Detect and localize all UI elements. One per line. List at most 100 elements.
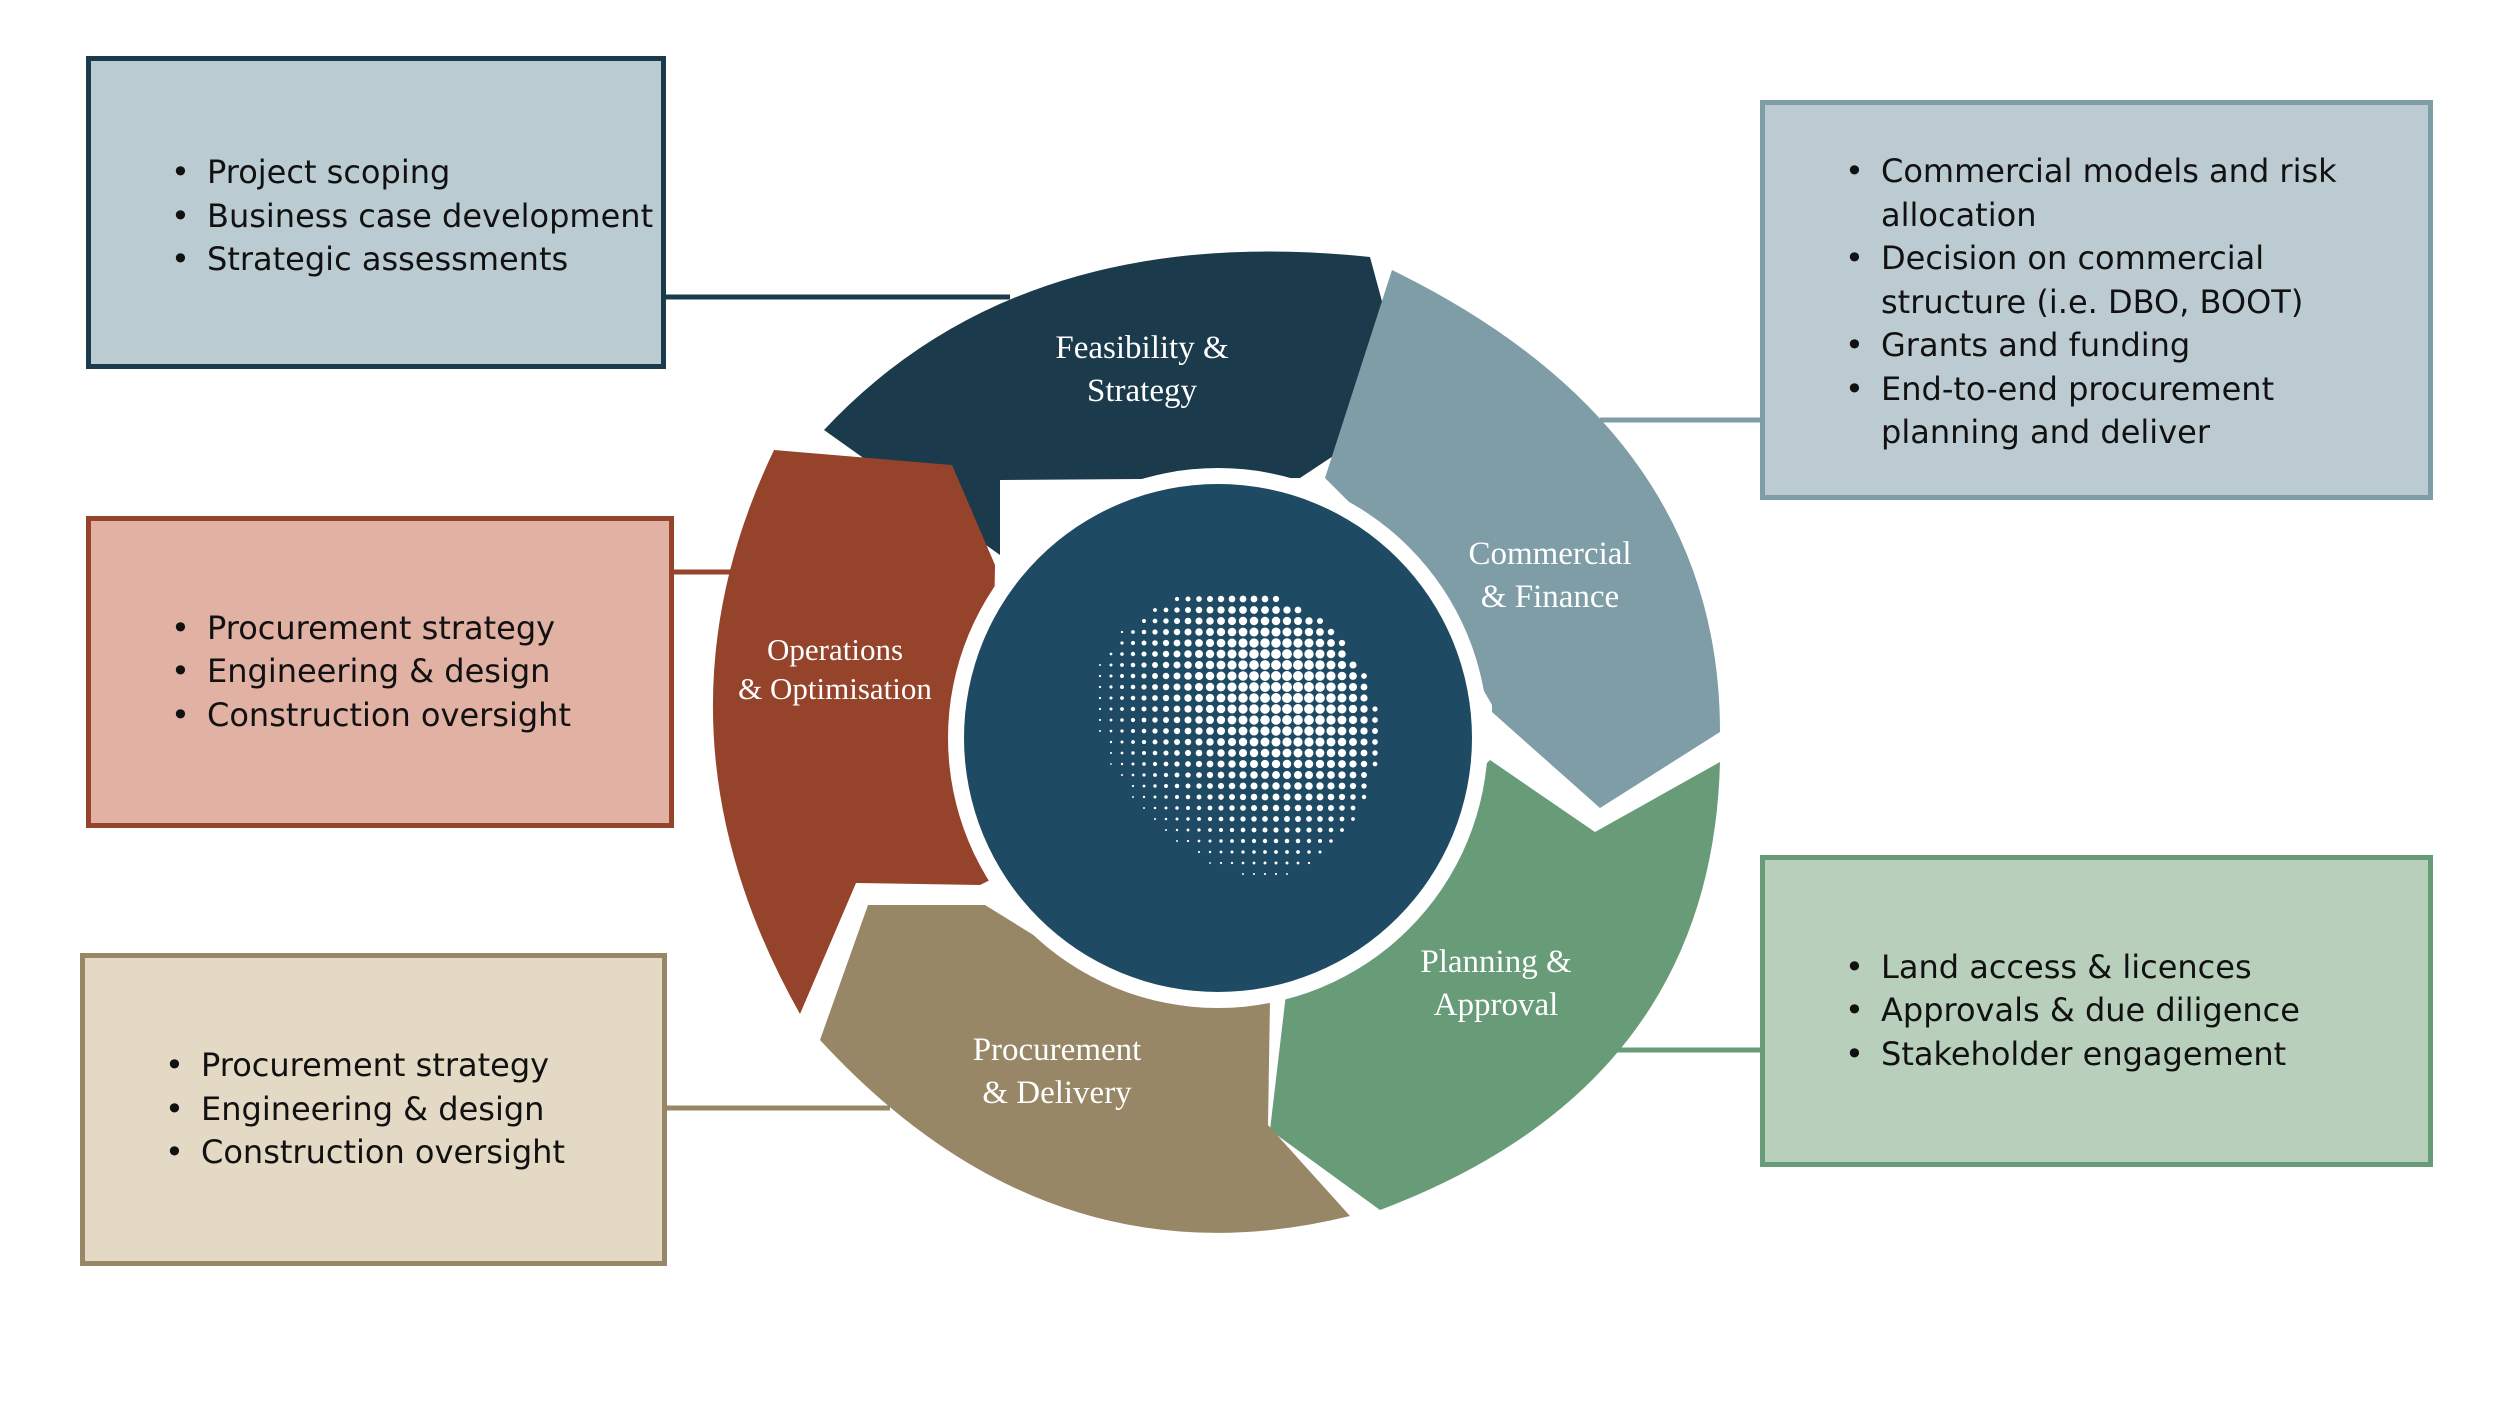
globe-dot [1109, 696, 1113, 700]
globe-dot [1260, 726, 1270, 736]
globe-dot [1306, 827, 1312, 833]
globe-dot [1227, 704, 1237, 714]
globe-dot [1229, 827, 1235, 833]
globe-dot [1337, 715, 1347, 725]
globe-dot [1260, 682, 1270, 692]
globe-dot [1197, 850, 1201, 854]
globe-dot [1337, 737, 1347, 747]
globe-dot [1283, 804, 1291, 812]
globe-dot [1260, 748, 1270, 758]
globe-dot [1175, 817, 1179, 821]
globe-dot [1197, 828, 1201, 832]
globe-dot [1141, 662, 1147, 668]
globe-dot [1153, 806, 1157, 810]
list-item: Decision on commercial structure (i.e. D… [1845, 237, 2405, 324]
globe-dot [1164, 817, 1168, 821]
globe-dot [1260, 616, 1270, 626]
globe-dot [1216, 726, 1226, 736]
globe-dot [1173, 639, 1181, 647]
globe-dot [1206, 606, 1214, 614]
list-item: Engineering & design [171, 650, 571, 694]
globe-dot [1206, 617, 1214, 625]
globe-dot [1239, 771, 1247, 779]
globe-dot [1142, 795, 1146, 799]
globe-dot [1228, 595, 1236, 603]
operations-list: Procurement strategy Engineering & desig… [171, 607, 571, 738]
globe-dot [1131, 740, 1135, 744]
globe-dot [1262, 827, 1268, 833]
globe-dot [1360, 683, 1368, 691]
globe-dot [1163, 761, 1169, 767]
globe-dot [1250, 595, 1258, 603]
globe-dot [1348, 704, 1358, 714]
globe-dot [1152, 618, 1158, 624]
globe-dot [1175, 795, 1179, 799]
globe-dot [1294, 804, 1302, 812]
globe-dot [1099, 730, 1101, 732]
label-procurement-line1: Procurement [973, 1032, 1142, 1068]
globe-dot [1274, 861, 1278, 865]
segment-feasibility[interactable] [824, 251, 1410, 555]
globe-dot [1175, 806, 1179, 810]
list-item: Land access & licences [1845, 946, 2300, 990]
globe-dot [1317, 827, 1323, 833]
globe-dot [1263, 850, 1267, 854]
globe-dot [1293, 693, 1303, 703]
globe-dot [1227, 693, 1237, 703]
globe-dot [1315, 693, 1325, 703]
globe-dot [1360, 760, 1368, 768]
globe-dot [1238, 704, 1248, 714]
globe-dot [1141, 629, 1147, 635]
globe-dot [1304, 770, 1314, 780]
globe-dot [1120, 685, 1124, 689]
globe-dot [1142, 619, 1146, 623]
globe-dot [1184, 661, 1192, 669]
globe-dot [1274, 850, 1278, 854]
globe-dot [1227, 649, 1237, 659]
globe-dot [1296, 861, 1300, 865]
globe-dot [1185, 596, 1191, 602]
globe-dot [1206, 595, 1214, 603]
globe-dot [1196, 772, 1202, 778]
globe-dot [1194, 660, 1204, 670]
globe-dot [1271, 704, 1281, 714]
globe-dot [1306, 838, 1312, 844]
globe-dot [1282, 627, 1292, 637]
globe-dot [1350, 794, 1356, 800]
globe-dot [1120, 630, 1124, 634]
globe-dot [1260, 737, 1270, 747]
globe-dot [1240, 805, 1246, 811]
globe-dot [1184, 694, 1192, 702]
globe-dot [1229, 816, 1235, 822]
segment-commercial[interactable] [1325, 270, 1720, 808]
globe-dot [1098, 663, 1102, 667]
globe-dot [1283, 782, 1291, 790]
globe-dot [1176, 840, 1178, 842]
globe-dot [1271, 627, 1281, 637]
globe-dot [1218, 805, 1224, 811]
globe-dot [1338, 782, 1346, 790]
globe-dot [1318, 850, 1322, 854]
globe-dot [1261, 595, 1269, 603]
globe-dot [1227, 726, 1237, 736]
globe-dot [1326, 748, 1336, 758]
list-item: Engineering & design [165, 1088, 565, 1132]
globe-dot [1195, 738, 1203, 746]
globe-dot [1293, 660, 1303, 670]
globe-dot [1285, 861, 1289, 865]
globe-dot [1348, 682, 1358, 692]
segment-procurement[interactable] [820, 905, 1350, 1233]
globe-dot [1206, 628, 1214, 636]
globe-dot [1304, 660, 1314, 670]
feasibility-details-box: Project scoping Business case developmen… [86, 56, 666, 369]
globe-dot [1304, 737, 1314, 747]
globe-dot [1282, 704, 1292, 714]
globe-dot [1281, 681, 1293, 693]
globe-dot [1152, 651, 1158, 657]
globe-dot [1338, 793, 1346, 801]
globe-dot [1317, 816, 1323, 822]
globe-dot [1349, 661, 1357, 669]
globe-dot [1120, 696, 1124, 700]
globe-dot [1304, 649, 1314, 659]
globe-dot [1315, 649, 1325, 659]
